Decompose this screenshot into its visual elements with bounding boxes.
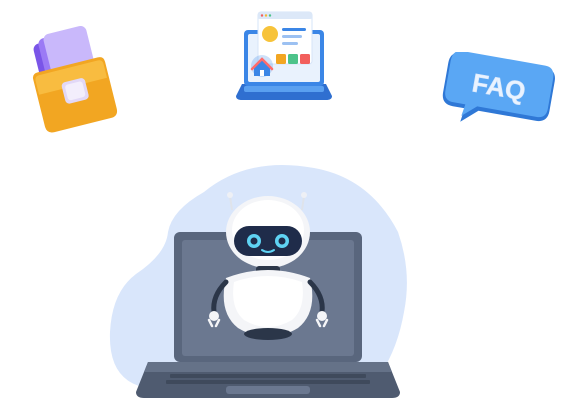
faq-speech-bubble-icon: FAQ [440, 50, 558, 134]
faq-bubble-graphic: FAQ [442, 50, 555, 122]
website-dashboard-icon [232, 8, 336, 104]
folder-icon-graphic [32, 25, 118, 133]
folder-icon [28, 25, 120, 134]
chatbot-scene-graphic [109, 165, 407, 398]
chatbot-laptop-illustration [108, 162, 408, 403]
website-dashboard-graphic [236, 11, 332, 100]
robot-icon [207, 192, 329, 340]
laptop-icon [136, 232, 400, 398]
